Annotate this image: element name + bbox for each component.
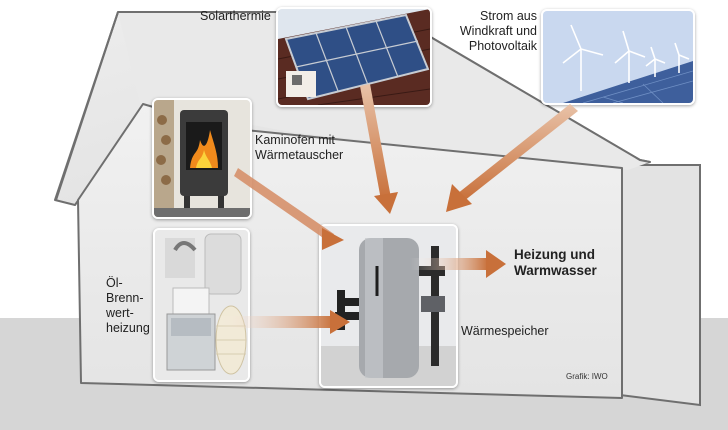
storage-photo [319, 224, 458, 388]
house-side-wall [619, 164, 701, 407]
boiler-icon [155, 230, 248, 380]
roof-edge-left [55, 11, 119, 201]
label-kaminofen: Kaminofen mit Wärmetauscher [255, 133, 344, 162]
label-solarthermie: Solarthermie [200, 9, 271, 23]
roof-ridge [118, 11, 651, 163]
label-oel-brennwertheizung: Öl- Brenn- wert- heizung [106, 276, 150, 335]
storage-tank-icon [321, 226, 456, 386]
wind-turbine-icon [543, 11, 693, 103]
solar-thermal-photo [276, 7, 432, 107]
stove-photo [152, 98, 252, 219]
boiler-photo [153, 228, 250, 382]
solar-panels-icon [278, 9, 430, 105]
wind-pv-photo [541, 9, 695, 105]
label-strom: Strom aus Windkraft und Photovoltaik [459, 9, 537, 53]
label-waermespeicher: Wärmespeicher [461, 324, 549, 338]
label-heizung-warmwasser: Heizung und Warmwasser [514, 247, 597, 278]
credit-label: Grafik: IWO [566, 372, 608, 381]
stove-icon [154, 100, 250, 217]
